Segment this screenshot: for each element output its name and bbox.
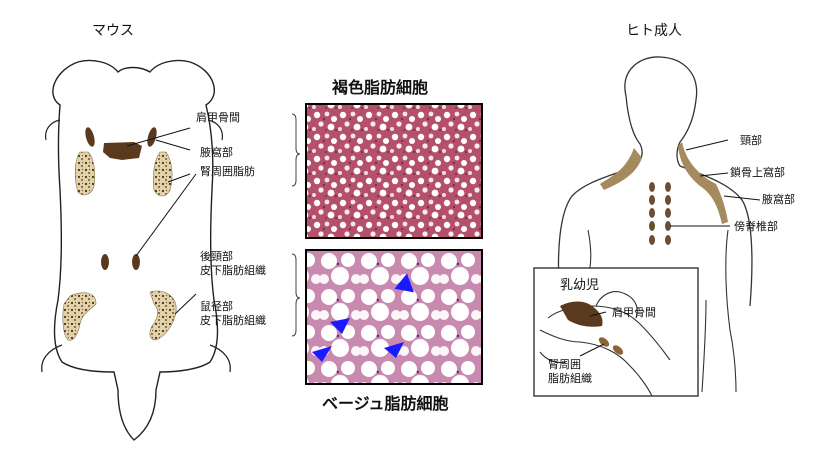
label-mouse-axillary: 腋窩部 — [200, 146, 233, 159]
beige-adipocyte-micrograph — [305, 249, 483, 385]
mouse-axillary-left — [85, 127, 95, 147]
mouse-inguinal-beige-right — [149, 290, 177, 341]
label-mouse-inguinal-2: 皮下脂肪組織 — [200, 314, 266, 327]
leader-human-axillary — [723, 195, 761, 201]
label-human-axillary: 腋窩部 — [762, 193, 795, 206]
mouse-perirenal-right — [132, 254, 140, 270]
infant-inset-frame — [533, 267, 699, 397]
mouse-cervical-beige-left — [74, 151, 96, 196]
infant-interscapular-bat — [560, 301, 603, 327]
leader-interscapular — [126, 127, 191, 147]
label-infant-perirenal-1: 腎周囲 — [548, 358, 581, 371]
beige-adipocyte-title: ベージュ脂肪細胞 — [322, 394, 449, 413]
leader-inguinal — [174, 293, 197, 315]
brown-adipocyte-title: 褐色脂肪細胞 — [332, 78, 429, 97]
leader-perirenal-extra — [167, 173, 191, 183]
label-mouse-perirenal: 腎周囲脂肪 — [200, 165, 255, 178]
human-fat-left-neck — [600, 148, 642, 190]
mouse-axillary-right — [147, 127, 157, 147]
bracket-beige — [291, 253, 301, 337]
mouse-interscapular-bat — [103, 142, 142, 160]
mouse-hind-left-paw — [41, 344, 63, 373]
label-human-paravertebral: 傍脊椎部 — [734, 220, 778, 233]
human-head-outline — [624, 56, 698, 167]
infant-perirenal-right — [612, 345, 624, 355]
label-human-supraclavicular: 鎖骨上窩部 — [730, 166, 785, 179]
beige-arrowhead-3 — [384, 342, 404, 358]
human-fat-right-neck — [678, 142, 728, 224]
leader-neck — [685, 139, 729, 151]
leader-infant-perirenal — [579, 343, 605, 357]
mouse-cervical-beige-right — [152, 151, 173, 197]
human-title: ヒト成人 — [626, 23, 682, 39]
mouse-title: マウス — [92, 23, 134, 39]
label-infant-perirenal-2: 脂肪組織 — [548, 372, 592, 385]
beige-arrowhead-1 — [394, 273, 414, 293]
label-human-neck: 頸部 — [740, 134, 762, 147]
label-infant-interscapular: 肩甲骨間 — [612, 306, 656, 319]
mouse-inguinal-beige-left — [62, 292, 97, 341]
mouse-hind-right-paw — [209, 344, 231, 373]
leader-perirenal — [135, 173, 197, 257]
label-mouse-interscapular: 肩甲骨間 — [196, 111, 240, 124]
mouse-front-left-paw — [45, 119, 61, 141]
leader-supraclavicular — [699, 172, 729, 177]
human-left-shoulder — [557, 165, 637, 301]
mouse-perirenal-left — [101, 254, 109, 270]
human-paravertebral-fat — [649, 182, 671, 245]
beige-arrowhead-2 — [330, 318, 350, 334]
leader-axillary — [155, 139, 191, 151]
bracket-brown — [291, 113, 301, 187]
mouse-body-outline — [52, 59, 219, 441]
infant-title: 乳幼児 — [560, 278, 600, 293]
label-mouse-inguinal-1: 鼠径部 — [200, 300, 233, 313]
leader-infant-interscapular — [589, 311, 607, 317]
label-mouse-posterior-cervical-1: 後頸部 — [200, 250, 233, 263]
brown-adipocyte-micrograph — [305, 103, 483, 239]
label-mouse-posterior-cervical-2: 皮下脂肪組織 — [200, 264, 266, 277]
beige-arrowhead-4 — [312, 346, 332, 362]
mouse-front-right-paw — [207, 119, 223, 141]
infant-perirenal-left — [598, 337, 610, 347]
